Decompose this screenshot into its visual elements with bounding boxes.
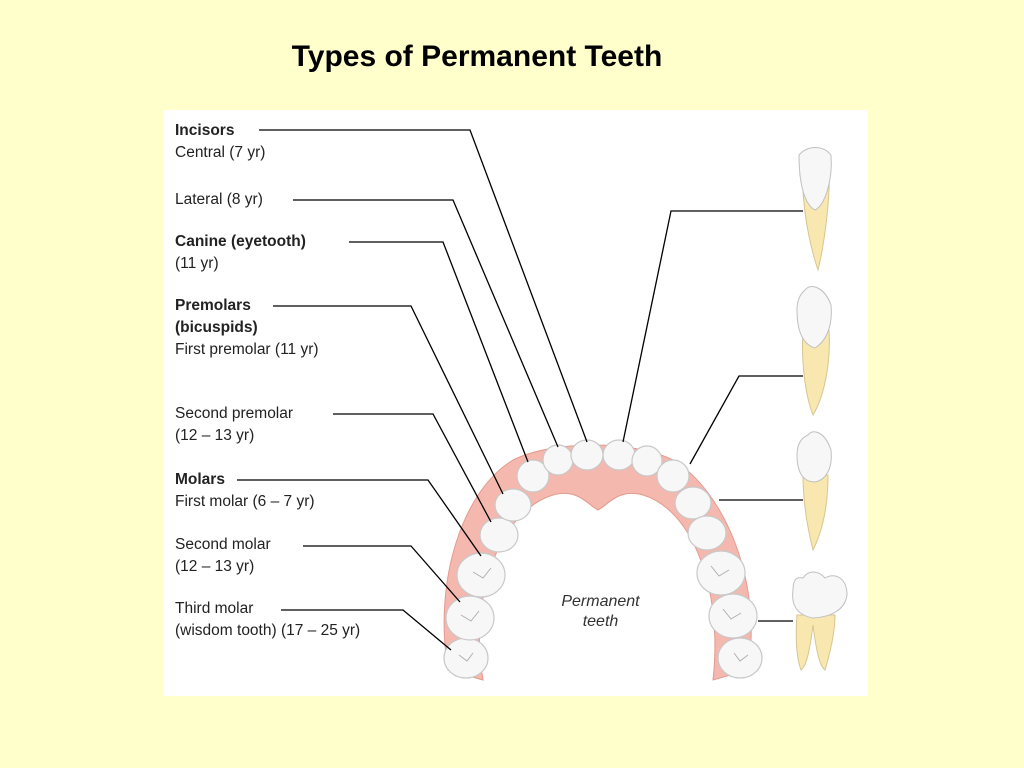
label-incisors: Incisors bbox=[175, 122, 235, 139]
label-third-molar-group: Third molar (wisdom tooth) (17 – 25 yr) bbox=[175, 598, 360, 642]
label-third-molar-age: (wisdom tooth) (17 – 25 yr) bbox=[175, 622, 361, 639]
leader-second-premolar bbox=[333, 413, 492, 523]
label-molars: Molars bbox=[175, 471, 225, 488]
side-tooth-incisor bbox=[798, 147, 832, 272]
tooth-right-first-premolar bbox=[674, 486, 712, 520]
leader-first-molar bbox=[237, 479, 482, 557]
label-first-premolar: First premolar (11 yr) bbox=[175, 341, 319, 358]
tooth-left-first-molar bbox=[456, 552, 506, 598]
tooth-right-lateral bbox=[631, 445, 663, 477]
label-second-molar-age: (12 – 13 yr) bbox=[175, 558, 255, 575]
side-tooth-premolar bbox=[796, 431, 832, 552]
leader-second-molar bbox=[303, 545, 461, 603]
tooth-left-second-molar bbox=[445, 595, 495, 641]
tooth-right-second-molar bbox=[708, 593, 758, 639]
tooth-left-canine bbox=[516, 459, 550, 493]
arch-teeth bbox=[443, 439, 763, 679]
label-second-molar-group: Second molar (12 – 13 yr) bbox=[175, 534, 271, 578]
label-canine-age: (11 yr) bbox=[175, 255, 219, 272]
leader-right-canine bbox=[689, 375, 803, 465]
jaw-caption-line2: teeth bbox=[582, 613, 619, 630]
label-second-premolar-group: Second premolar (12 – 13 yr) bbox=[175, 403, 293, 447]
label-second-premolar-age: (12 – 13 yr) bbox=[175, 427, 255, 444]
label-second-molar: Second molar bbox=[175, 536, 271, 553]
slide-title: Types of Permanent Teeth bbox=[291, 40, 663, 73]
tooth-left-second-premolar bbox=[479, 517, 519, 553]
tooth-left-first-premolar bbox=[494, 488, 532, 522]
tooth-right-second-premolar bbox=[687, 515, 727, 551]
label-premolars-group: Premolars (bicuspids) First premolar (11… bbox=[175, 295, 319, 361]
leader-right-incisor bbox=[622, 210, 803, 443]
label-molars-group: Molars First molar (6 – 7 yr) bbox=[175, 469, 315, 513]
teeth-diagram bbox=[237, 129, 848, 681]
label-second-premolar: Second premolar bbox=[175, 405, 294, 422]
label-lateral: Lateral (8 yr) bbox=[175, 191, 263, 208]
label-incisors-group: Incisors Central (7 yr) bbox=[175, 120, 265, 164]
label-first-molar: First molar (6 – 7 yr) bbox=[175, 493, 315, 510]
label-central: Central (7 yr) bbox=[175, 144, 266, 161]
tooth-left-central bbox=[570, 439, 604, 471]
leader-first-premolar bbox=[273, 305, 504, 495]
jaw-caption-line1: Permanent bbox=[561, 593, 640, 610]
leader-third-molar bbox=[281, 609, 452, 651]
label-canine-group: Canine (eyetooth) (11 yr) bbox=[175, 231, 306, 275]
leader-lateral bbox=[293, 199, 559, 448]
side-tooth-canine bbox=[796, 286, 832, 417]
tooth-right-third-molar bbox=[717, 637, 763, 679]
tooth-right-central bbox=[602, 439, 636, 471]
label-canine: Canine (eyetooth) bbox=[175, 233, 306, 250]
leader-canine bbox=[349, 241, 529, 463]
teeth-diagram-panel: Incisors Central (7 yr) Lateral (8 yr) C… bbox=[163, 110, 868, 696]
side-tooth-molar bbox=[792, 571, 848, 671]
tooth-left-lateral bbox=[542, 444, 574, 476]
tooth-right-canine bbox=[656, 459, 690, 493]
tooth-cusp-details bbox=[458, 565, 749, 662]
label-third-molar: Third molar bbox=[175, 600, 254, 617]
leader-central bbox=[259, 129, 588, 443]
tooth-right-first-molar bbox=[696, 550, 746, 596]
label-premolars: Premolars bbox=[175, 297, 251, 314]
tooth-left-third-molar bbox=[443, 637, 489, 679]
jaw-caption: Permanent teeth bbox=[548, 592, 653, 632]
label-bicuspids: (bicuspids) bbox=[175, 319, 258, 336]
leader-lines bbox=[237, 129, 803, 651]
